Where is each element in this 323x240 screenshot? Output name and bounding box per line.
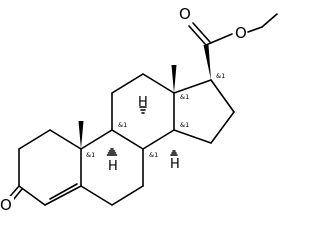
c10-methyl-wedge xyxy=(78,121,84,149)
methoxy-bond xyxy=(247,26,263,33)
c10-stereo-label: &1 xyxy=(86,151,95,159)
c8-h-hash xyxy=(139,106,147,114)
c8-hydrogen-label: H xyxy=(138,95,148,110)
c4-c5-double-bond xyxy=(49,183,78,200)
c14-h-hash xyxy=(170,150,178,156)
structure-drawing: O O O H H H &1 &1 &1 &1 &1 &1 xyxy=(0,5,278,214)
molecule-diagram: O O O H H H &1 &1 &1 &1 &1 &1 xyxy=(0,5,278,214)
ring-a xyxy=(18,129,82,206)
c13-stereo-label: &1 xyxy=(180,93,189,101)
c9-stereo-label: &1 xyxy=(118,121,127,129)
c13-methyl-wedge xyxy=(171,65,177,93)
ring-d xyxy=(173,79,235,144)
c17-stereo-label: &1 xyxy=(216,72,225,80)
ring-c xyxy=(111,73,175,150)
c14-hydrogen-label: H xyxy=(170,157,180,172)
c9-h-hash xyxy=(106,148,118,156)
ester-carbonyl-oxygen-label: O xyxy=(179,5,191,23)
ester-oxygen-label: O xyxy=(235,24,247,42)
ester-group xyxy=(188,13,278,80)
carbonyl-oxygen-label: O xyxy=(0,196,12,214)
c9-hydrogen-label: H xyxy=(108,159,118,174)
ring-b xyxy=(80,129,144,206)
c8-stereo-label: &1 xyxy=(149,151,158,159)
c14-stereo-label: &1 xyxy=(180,121,189,129)
